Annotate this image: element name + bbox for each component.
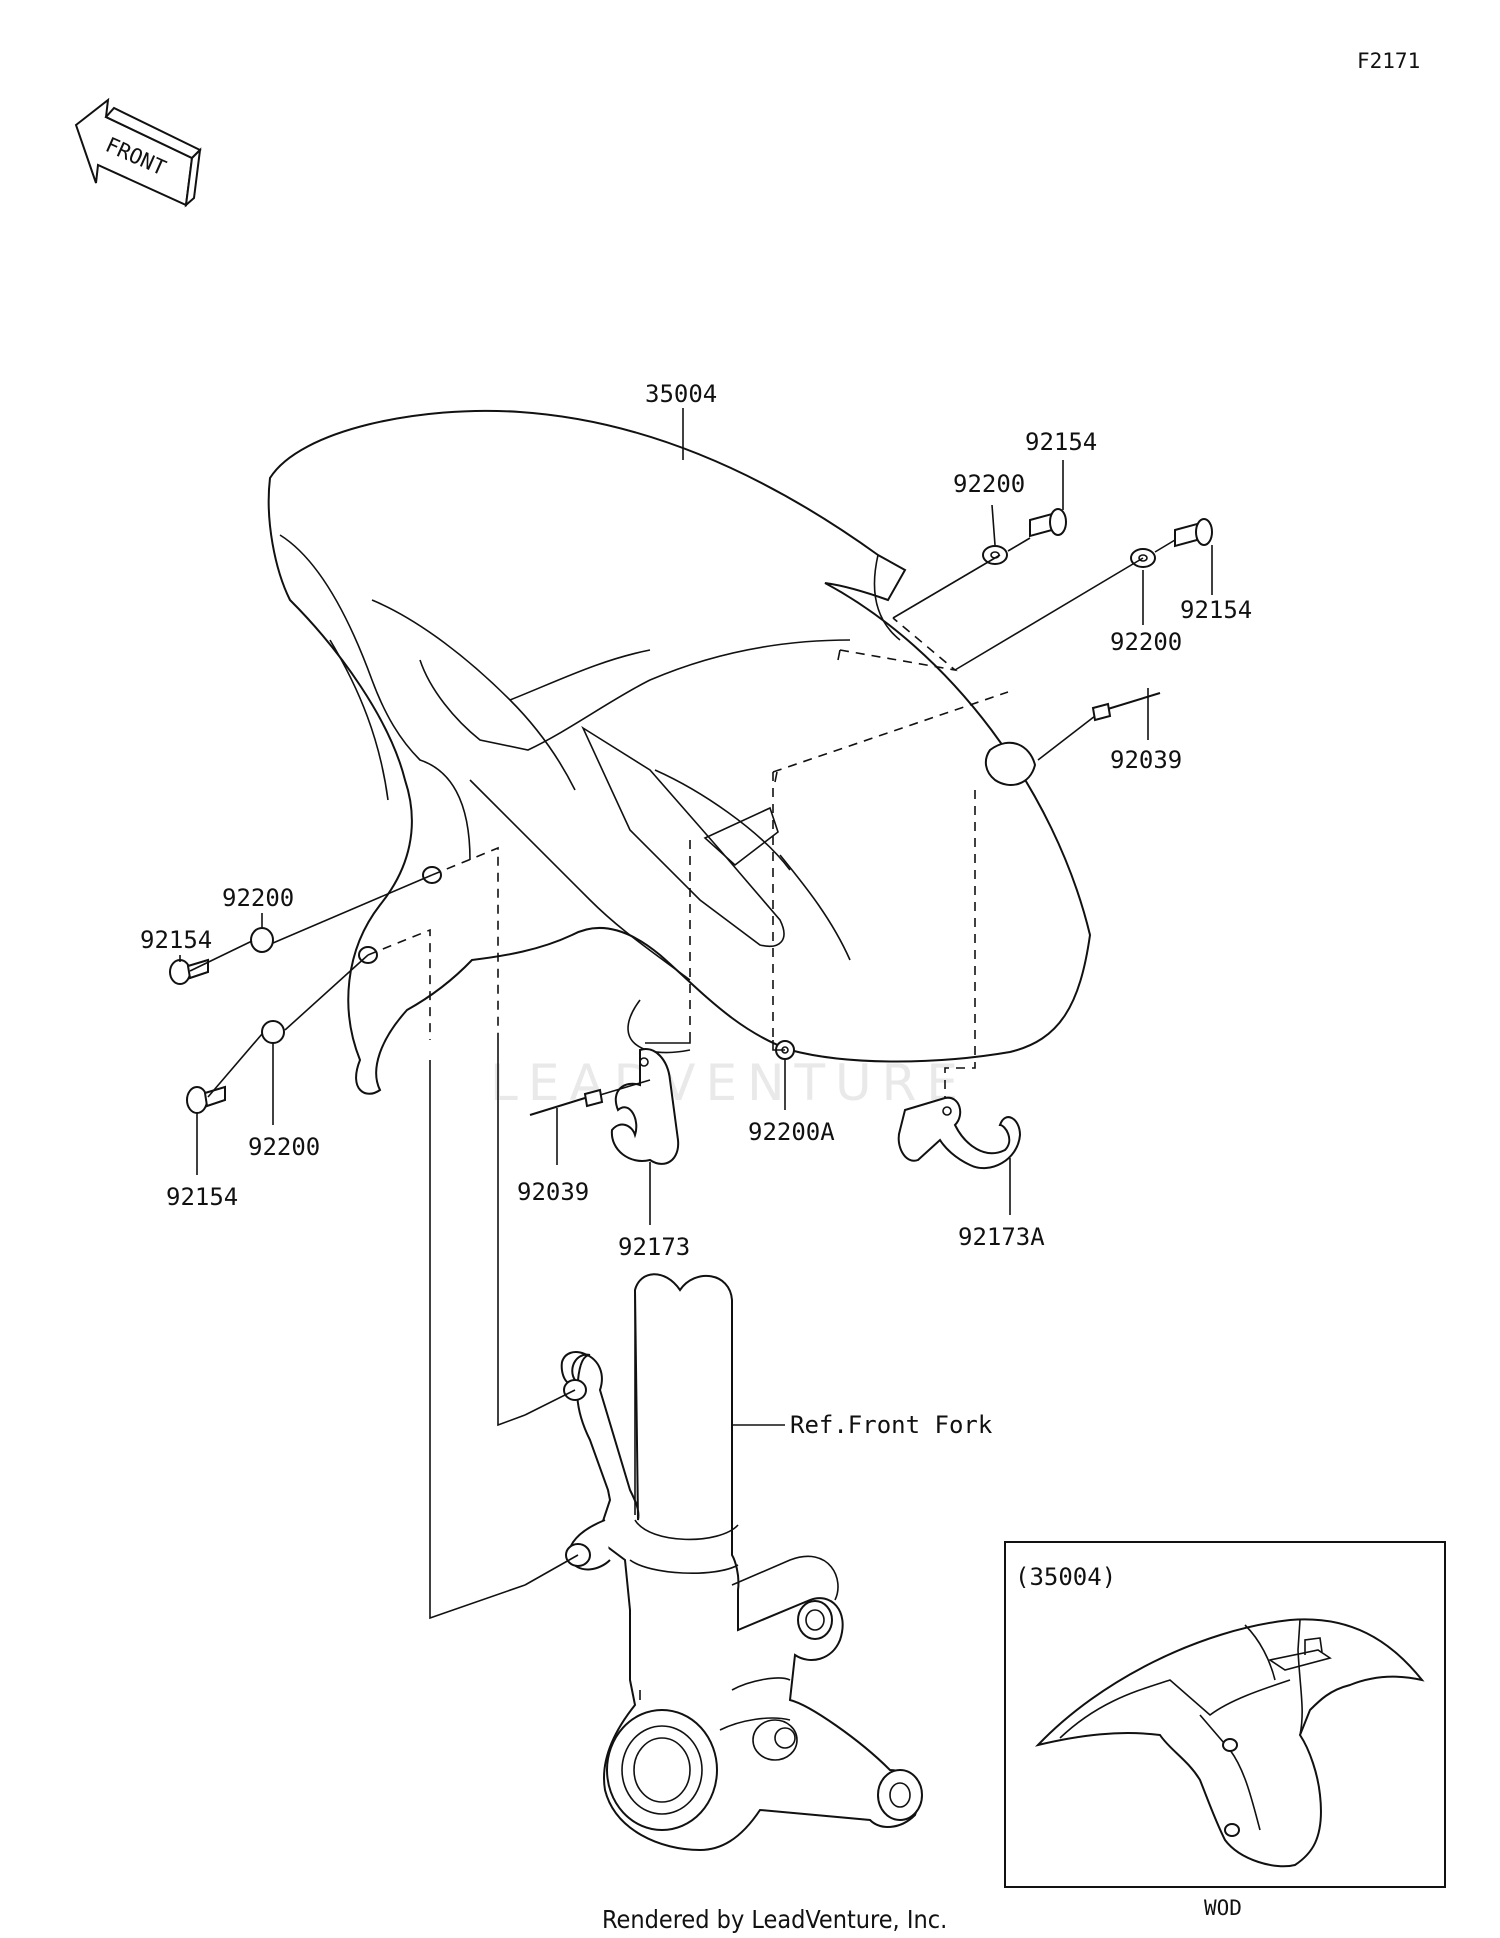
inset-fender — [1034, 1618, 1425, 1868]
figure-code: F2171 — [1357, 49, 1420, 73]
bolt-top-right — [1174, 518, 1213, 548]
inset-box: (35004) WOD — [1004, 1541, 1446, 1920]
rivet-right — [1091, 692, 1161, 722]
bolt-top-mid — [1029, 508, 1067, 538]
callout-bolt-left-lower: 92154 — [166, 1183, 238, 1211]
inset-title: (35004) — [1015, 1563, 1116, 1591]
callout-bolt-left-upper: 92154 — [140, 926, 212, 954]
callout-washer-left-upper: 92200 — [222, 884, 294, 912]
bolt-left-lower — [186, 1085, 226, 1114]
callout-washer-top-right: 92200 — [1110, 628, 1182, 656]
callout-rivet-right: 92039 — [1110, 746, 1182, 774]
callout-clamp-right: 92173A — [958, 1223, 1045, 1251]
watermark: LEADVENTURE — [490, 1054, 968, 1112]
front-arrow-icon: FRONT — [74, 97, 202, 208]
clamp-right — [897, 1096, 1022, 1170]
bolt-left-upper — [169, 958, 209, 985]
washer-left-upper — [250, 927, 274, 953]
front-fender — [267, 409, 1092, 1095]
washer-top-mid — [982, 545, 1008, 565]
callout-washer-top-mid: 92200 — [953, 470, 1025, 498]
callout-bolt-top-mid: 92154 — [1025, 428, 1097, 456]
alignment-lines — [367, 617, 1009, 1620]
callout-rivet-center: 92039 — [517, 1178, 589, 1206]
washer-left-lower — [261, 1020, 285, 1044]
callout-clamp-left: 92173 — [618, 1233, 690, 1261]
callout-fender: 35004 — [645, 380, 717, 408]
footer-credit: Rendered by LeadVenture, Inc. — [602, 1905, 947, 1934]
clamp-left — [610, 1048, 680, 1165]
callout-washer-center: 92200A — [748, 1118, 835, 1146]
rivet-center — [529, 1088, 604, 1116]
reference-label: Ref.Front Fork — [790, 1411, 993, 1439]
callout-washer-left-lower: 92200 — [248, 1133, 320, 1161]
inset-caption: WOD — [1204, 1896, 1242, 1920]
front-fork — [560, 1273, 923, 1852]
leader-lines — [179, 408, 1213, 1586]
callout-bolt-top-right: 92154 — [1180, 596, 1252, 624]
